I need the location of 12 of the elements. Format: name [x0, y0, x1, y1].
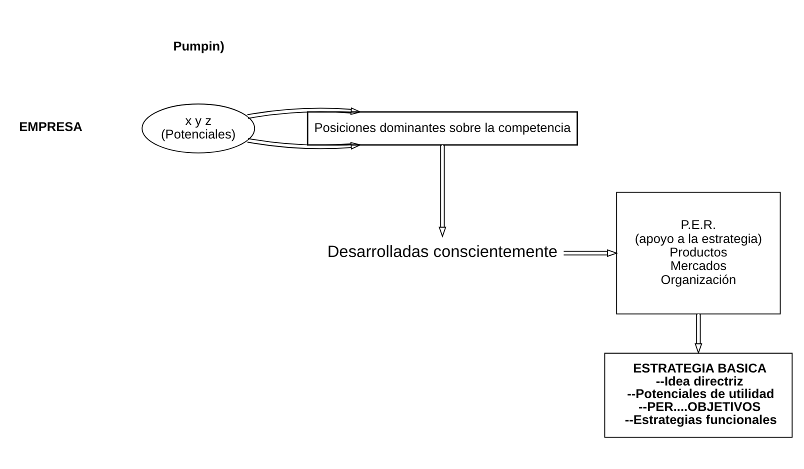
node-box: Posiciones dominantes sobre la competencia [306, 111, 578, 146]
node-ellipse: x y z (Potenciales) [142, 104, 256, 154]
arrow [246, 107, 362, 119]
arrow [438, 144, 446, 238]
node-text: Desarrolladas conscientemente [327, 243, 558, 262]
node-box: ESTRATEGIA BASICA --Idea directriz --Potenciales de utilidad --PER....OBJETIVOS --Estrategias funcionales [604, 352, 793, 438]
arrow [694, 314, 702, 354]
label: EMPRESA [19, 118, 82, 134]
arrow [246, 138, 362, 150]
node-box: P.E.R. (apoyo a la estrategia) Productos Mercados Organización [616, 192, 781, 314]
arrow [563, 249, 618, 257]
label: Pumpin) [173, 38, 224, 54]
